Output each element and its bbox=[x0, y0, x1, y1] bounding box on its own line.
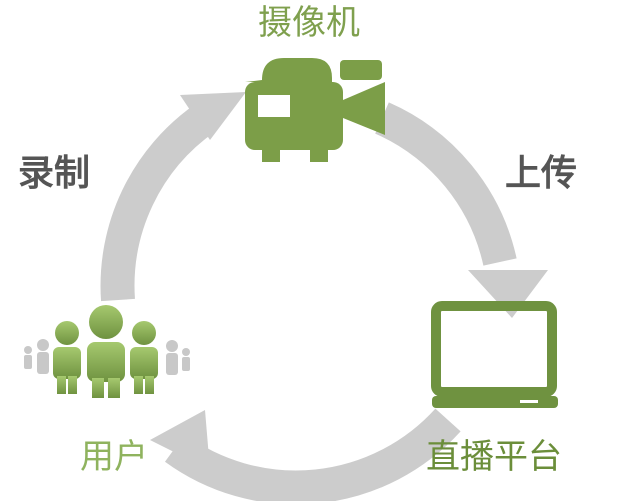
record-label: 录制 bbox=[18, 153, 91, 194]
person-right bbox=[130, 321, 158, 394]
users-label: 用户 bbox=[80, 437, 148, 477]
arrow-platform-to-users bbox=[164, 408, 461, 501]
laptop-icon bbox=[431, 301, 558, 408]
users-group-icon bbox=[24, 305, 190, 398]
camera-label: 摄像机 bbox=[258, 3, 360, 43]
platform-label: 直播平台 bbox=[426, 437, 562, 477]
background-people bbox=[24, 339, 190, 375]
upload-label: 上传 bbox=[505, 153, 578, 194]
arrow-camera-to-platform bbox=[374, 102, 517, 266]
arrowhead-to-camera bbox=[180, 92, 246, 140]
arrowhead-to-platform bbox=[468, 270, 548, 318]
cycle-arrows bbox=[100, 102, 517, 501]
arrowhead-to-users bbox=[150, 410, 210, 470]
person-center bbox=[87, 305, 125, 398]
person-left bbox=[53, 321, 81, 394]
arrow-users-to-camera bbox=[100, 104, 215, 302]
video-camera-icon bbox=[245, 58, 385, 162]
